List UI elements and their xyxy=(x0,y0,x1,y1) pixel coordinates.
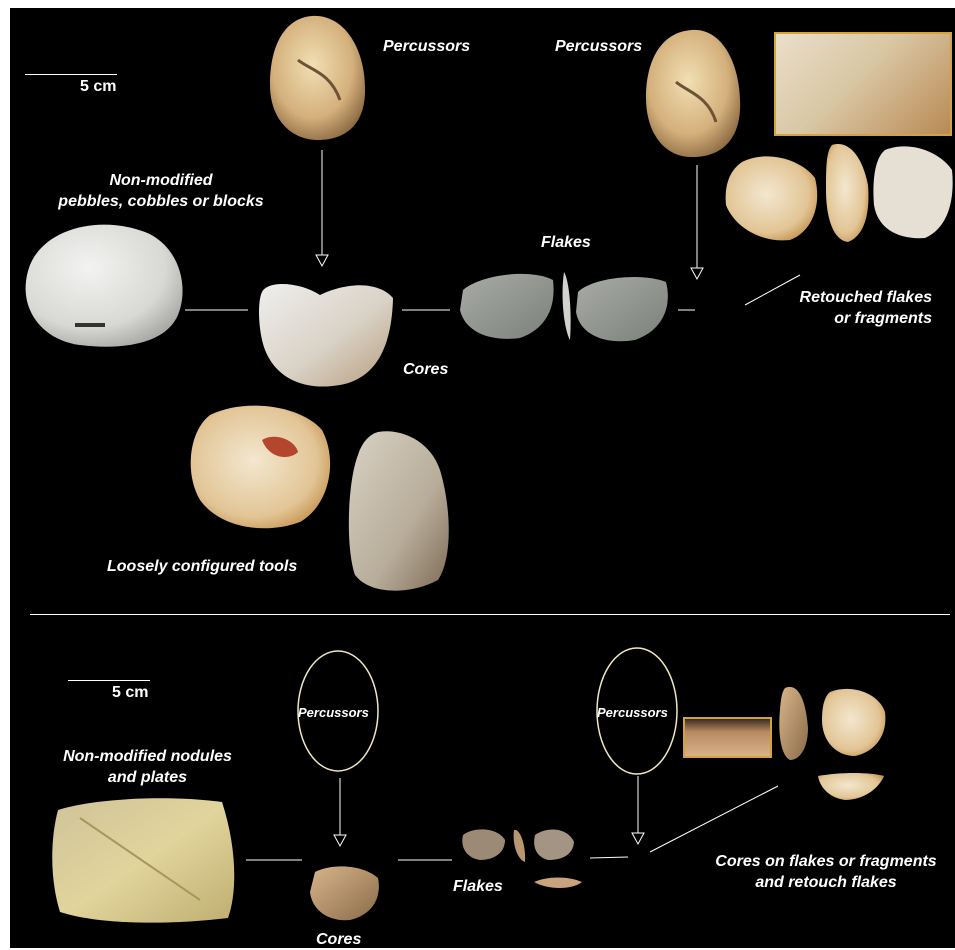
bottom-retouch-3 xyxy=(818,773,884,800)
top-non-modified-label: Non-modified pebbles, cobbles or blocks xyxy=(56,170,266,212)
top-retouched-3 xyxy=(873,146,952,238)
bottom-retouch-1 xyxy=(779,687,808,760)
top-flake-3 xyxy=(576,277,668,341)
bottom-flake-2 xyxy=(514,830,525,862)
bottom-percussors-right-label: Percussors xyxy=(597,702,668,723)
top-cores-label: Cores xyxy=(403,359,448,380)
section-divider xyxy=(30,614,950,615)
top-percussors-left-label: Percussors xyxy=(383,36,470,57)
top-percussors-right-label: Percussors xyxy=(555,36,642,57)
bottom-core xyxy=(310,866,379,920)
top-percussor-right xyxy=(646,30,740,157)
bottom-flake-1 xyxy=(462,829,505,860)
top-retouched-label: Retouched flakes or fragments xyxy=(780,287,932,329)
top-retouched-1 xyxy=(726,156,818,240)
bottom-nodule-block xyxy=(52,798,234,922)
top-tool-1 xyxy=(191,406,330,529)
top-retouch-detail-inset xyxy=(774,32,952,136)
top-retouched-2 xyxy=(826,144,868,242)
bottom-flakes-label: Flakes xyxy=(453,876,503,897)
bottom-non-modified-label: Non-modified nodules and plates xyxy=(40,746,255,788)
bottom-connectors xyxy=(246,776,778,860)
bottom-scale-bar xyxy=(68,680,150,681)
top-pebble xyxy=(26,225,183,347)
top-tool-2 xyxy=(349,431,449,590)
bottom-flake-4 xyxy=(534,878,582,889)
top-flake-1 xyxy=(460,274,554,339)
bottom-cores-label: Cores xyxy=(316,929,361,950)
bottom-flake-3 xyxy=(534,830,574,860)
top-scale-bar xyxy=(25,74,117,75)
top-percussor-left xyxy=(270,16,365,140)
top-loose-tools-label: Loosely configured tools xyxy=(107,556,297,577)
bottom-retouch-2 xyxy=(822,689,885,756)
bottom-retouch-detail-inset xyxy=(683,717,772,758)
top-core xyxy=(259,284,393,387)
bottom-cores-on-flakes-label: Cores on flakes or fragments and retouch… xyxy=(696,851,955,893)
top-flakes-label: Flakes xyxy=(541,232,591,253)
bottom-percussors-left-label: Percussors xyxy=(298,702,369,723)
top-flake-2 xyxy=(563,272,571,340)
bottom-scale-label: 5 cm xyxy=(112,684,148,702)
top-scale-label: 5 cm xyxy=(80,78,116,96)
